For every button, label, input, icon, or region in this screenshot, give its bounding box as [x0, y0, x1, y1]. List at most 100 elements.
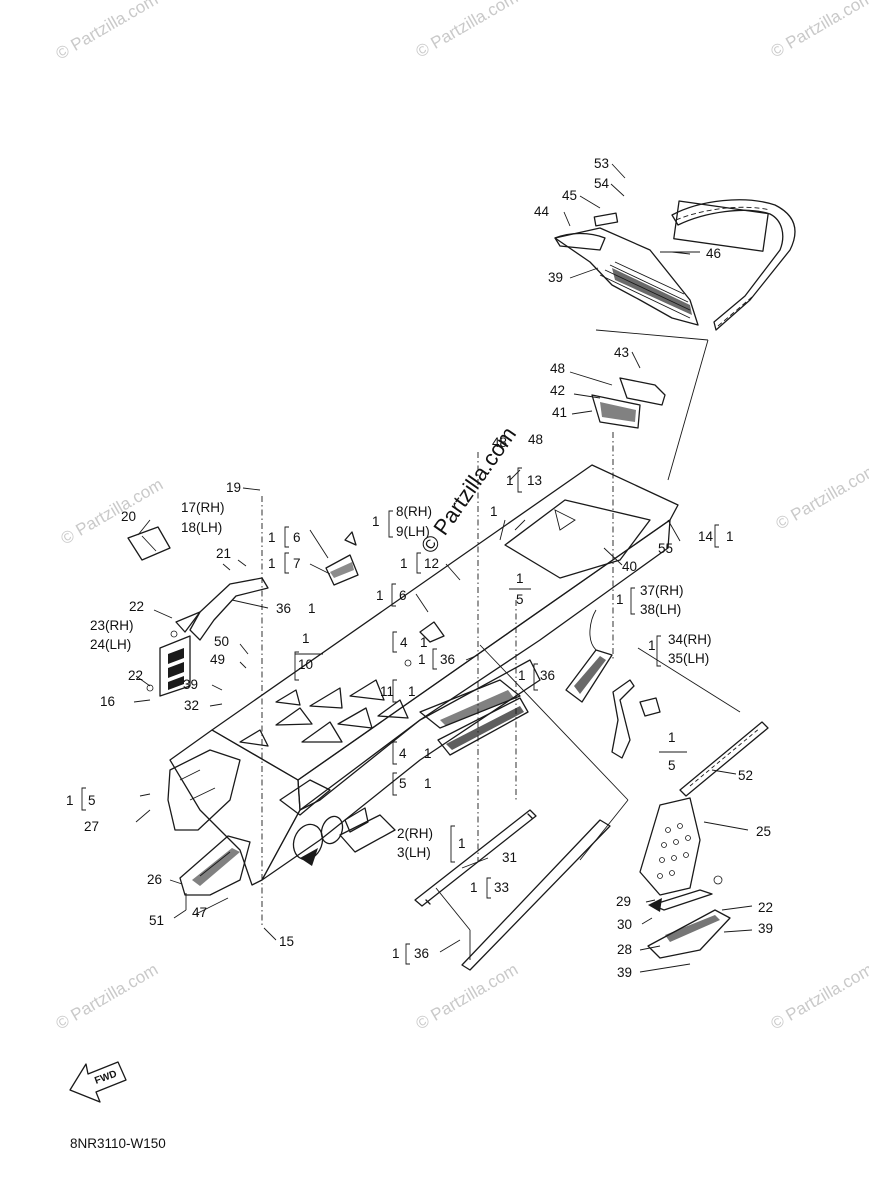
callout-label: 53	[594, 156, 609, 171]
watermark: © Partzilla.com	[53, 960, 162, 1034]
callout-label: 46	[706, 246, 721, 261]
callout-label: 37(RH)	[640, 583, 684, 598]
callout-label: 5	[668, 758, 676, 773]
watermark: © Partzilla.com	[58, 475, 167, 549]
callout-label: 22	[128, 668, 143, 683]
watermark: © Partzilla.com	[768, 960, 869, 1034]
callout-label: 1	[420, 635, 428, 650]
callout-label: 11	[380, 684, 394, 699]
callout-label: 1	[648, 638, 656, 653]
callout-label: 48	[492, 435, 507, 450]
callout-label: 32	[184, 698, 199, 713]
callout-label: 39	[617, 965, 632, 980]
watermarks: © Partzilla.com © Partzilla.com © Partzi…	[53, 0, 869, 1033]
callout-label: 23(RH)	[90, 618, 134, 633]
leaders	[133, 163, 753, 973]
front-panel-cutouts	[279, 779, 396, 866]
callout-label: 15	[279, 934, 294, 949]
callout-label: 20	[121, 509, 136, 524]
callout-label: 26	[147, 872, 162, 887]
callout-label: 1	[616, 592, 624, 607]
callout-label: 29	[616, 894, 631, 909]
callout-label: 2(RH)	[397, 826, 433, 841]
watermark: © Partzilla.com	[413, 0, 522, 61]
callout-label: 1	[408, 684, 416, 699]
watermark: © Partzilla.com	[53, 0, 162, 63]
callout-label: 18(LH)	[181, 520, 222, 535]
callout-label: 25	[756, 824, 771, 839]
callout-label: 1	[470, 880, 478, 895]
callout-label: 22	[758, 900, 773, 915]
callout-label: 6	[399, 588, 407, 603]
watermark: © Partzilla.com	[768, 0, 869, 61]
diagram-code: 8NR3110-W150	[70, 1136, 166, 1151]
callout-label: 35(LH)	[668, 651, 709, 666]
callout-label: 1	[302, 631, 310, 646]
callout-label: 5	[399, 776, 407, 791]
mid-small-parts	[325, 531, 445, 667]
callout-label: 24(LH)	[90, 637, 131, 652]
callout-label: 5	[516, 592, 524, 607]
callout-label: 45	[562, 188, 577, 203]
callout-label: 36	[440, 652, 455, 667]
watermark: © Partzilla.com	[773, 460, 869, 534]
callout-label: 1	[308, 601, 316, 616]
callout-label: 7	[293, 556, 301, 571]
callout-label: 21	[216, 546, 231, 561]
callout-label: 49	[210, 652, 225, 667]
callout-label: 38(LH)	[640, 602, 681, 617]
callout-label: 14	[698, 529, 714, 544]
callout-label: 1	[424, 746, 432, 761]
footrest-left	[179, 835, 251, 910]
callout-label: 48	[550, 361, 565, 376]
callout-label: 39	[183, 677, 198, 692]
callout-label: 43	[614, 345, 629, 360]
callout-label: 3(LH)	[397, 845, 431, 860]
callout-label: 54	[594, 176, 610, 191]
callout-label: 31	[502, 850, 517, 865]
callout-label: 28	[617, 942, 632, 957]
front-brackets	[127, 526, 269, 697]
callout-label: 34(RH)	[668, 632, 712, 647]
callout-label: 36	[540, 668, 555, 683]
callout-brackets	[81, 467, 719, 965]
callout-label: 1	[518, 668, 526, 683]
callout-label: 1	[424, 776, 432, 791]
callout-label: 36	[414, 946, 429, 961]
callout-label: 44	[534, 204, 550, 219]
callout-label: 47	[192, 905, 207, 920]
callout-label: 52	[738, 768, 753, 783]
callout-label: 1	[66, 793, 74, 808]
callout-label: 8(RH)	[396, 504, 432, 519]
callout-label: 1	[372, 514, 380, 529]
callout-label: 41	[552, 405, 567, 420]
tunnel-cutouts	[239, 679, 409, 747]
chassis-tunnel	[167, 464, 679, 971]
callout-label: 19	[226, 480, 241, 495]
callout-label: 1	[268, 556, 276, 571]
rear-bracket-41-43	[569, 371, 666, 429]
callout-label: 1	[268, 530, 276, 545]
callout-label: 30	[617, 917, 632, 932]
callout-label: 42	[550, 383, 565, 398]
callout-label: 39	[758, 921, 773, 936]
callout-label: 1	[668, 730, 676, 745]
callout-label: 1	[392, 946, 400, 961]
callout-label: 4	[399, 746, 407, 761]
callout-label: 27	[84, 819, 99, 834]
footrest-right	[639, 797, 731, 959]
callout-label: 13	[527, 473, 542, 488]
callout-label: 10	[298, 657, 313, 672]
callout-label: 1	[506, 473, 514, 488]
callout-label: 1	[458, 836, 466, 851]
callout-label: 55	[658, 541, 673, 556]
callout-label: 9(LH)	[396, 524, 430, 539]
callout-label: 48	[528, 432, 543, 447]
callout-label: 36	[276, 601, 291, 616]
callout-label: 33	[494, 880, 509, 895]
callout-label: 4	[400, 635, 408, 650]
fwd-arrow: FWD	[69, 1061, 127, 1103]
callout-labels: 53 54 45 44 46 39 43 48 42 41 48 48 1 13…	[66, 156, 773, 980]
callout-label: 50	[214, 634, 229, 649]
